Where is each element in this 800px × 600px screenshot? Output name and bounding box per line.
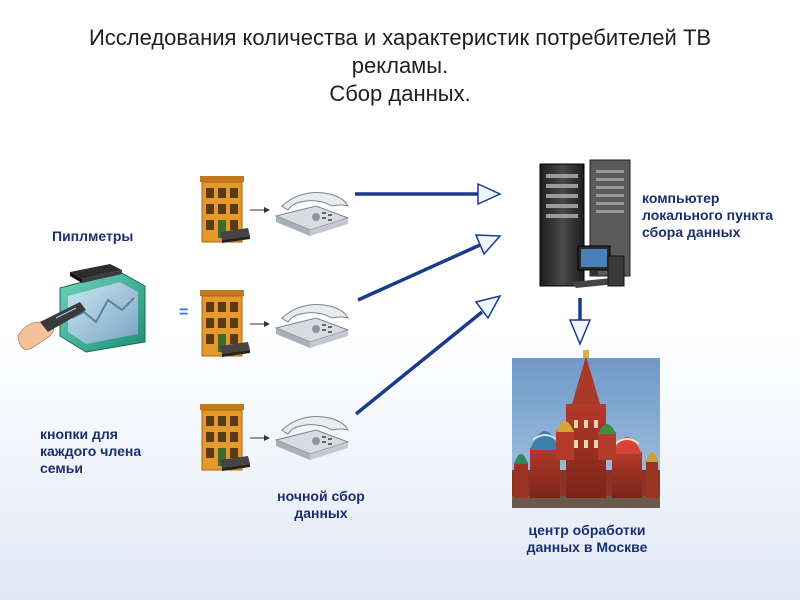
label-buttons: кнопки для каждого члена семьи bbox=[40, 426, 141, 477]
label-moscow-center: центр обработки данных в Москве bbox=[512, 522, 662, 556]
label-computer-line-1: компьютер bbox=[642, 190, 720, 206]
label-buttons-line-3: семьи bbox=[40, 460, 83, 476]
arrow-phone2-to-computer bbox=[357, 234, 502, 302]
label-night-line-1: ночной сбор bbox=[277, 488, 365, 504]
label-peoplemeters: Пиплметры bbox=[52, 228, 134, 244]
label-center-line-1: центр обработки bbox=[528, 522, 646, 538]
arrow-phone1-to-computer bbox=[355, 182, 502, 206]
title-line-2: рекламы. bbox=[351, 53, 449, 78]
title-line-1: Исследования количества и характеристик … bbox=[88, 25, 712, 50]
arrow-house1-to-phone1 bbox=[250, 207, 270, 213]
arrow-house2-to-phone2 bbox=[250, 321, 270, 327]
label-center-line-2: данных в Москве bbox=[526, 539, 648, 555]
title-line-3: Сбор данных. bbox=[329, 81, 471, 106]
arrow-house3-to-phone3 bbox=[250, 435, 270, 441]
label-night-collection: ночной сбор данных bbox=[266, 488, 376, 522]
label-computer-line-3: сбора данных bbox=[642, 224, 741, 240]
label-buttons-line-1: кнопки для bbox=[40, 426, 118, 442]
label-buttons-line-2: каждого члена bbox=[40, 443, 142, 459]
label-night-line-2: данных bbox=[294, 505, 348, 521]
label-computer-line-2: локального пункта bbox=[642, 207, 773, 223]
arrow-computer-to-center bbox=[568, 298, 592, 346]
equals-sign: = bbox=[179, 304, 189, 321]
label-local-computer: компьютер локального пункта сбора данных bbox=[642, 190, 773, 241]
arrow-phone3-to-computer bbox=[354, 294, 502, 416]
slide-title: Исследования количества и характеристик … bbox=[0, 24, 800, 108]
